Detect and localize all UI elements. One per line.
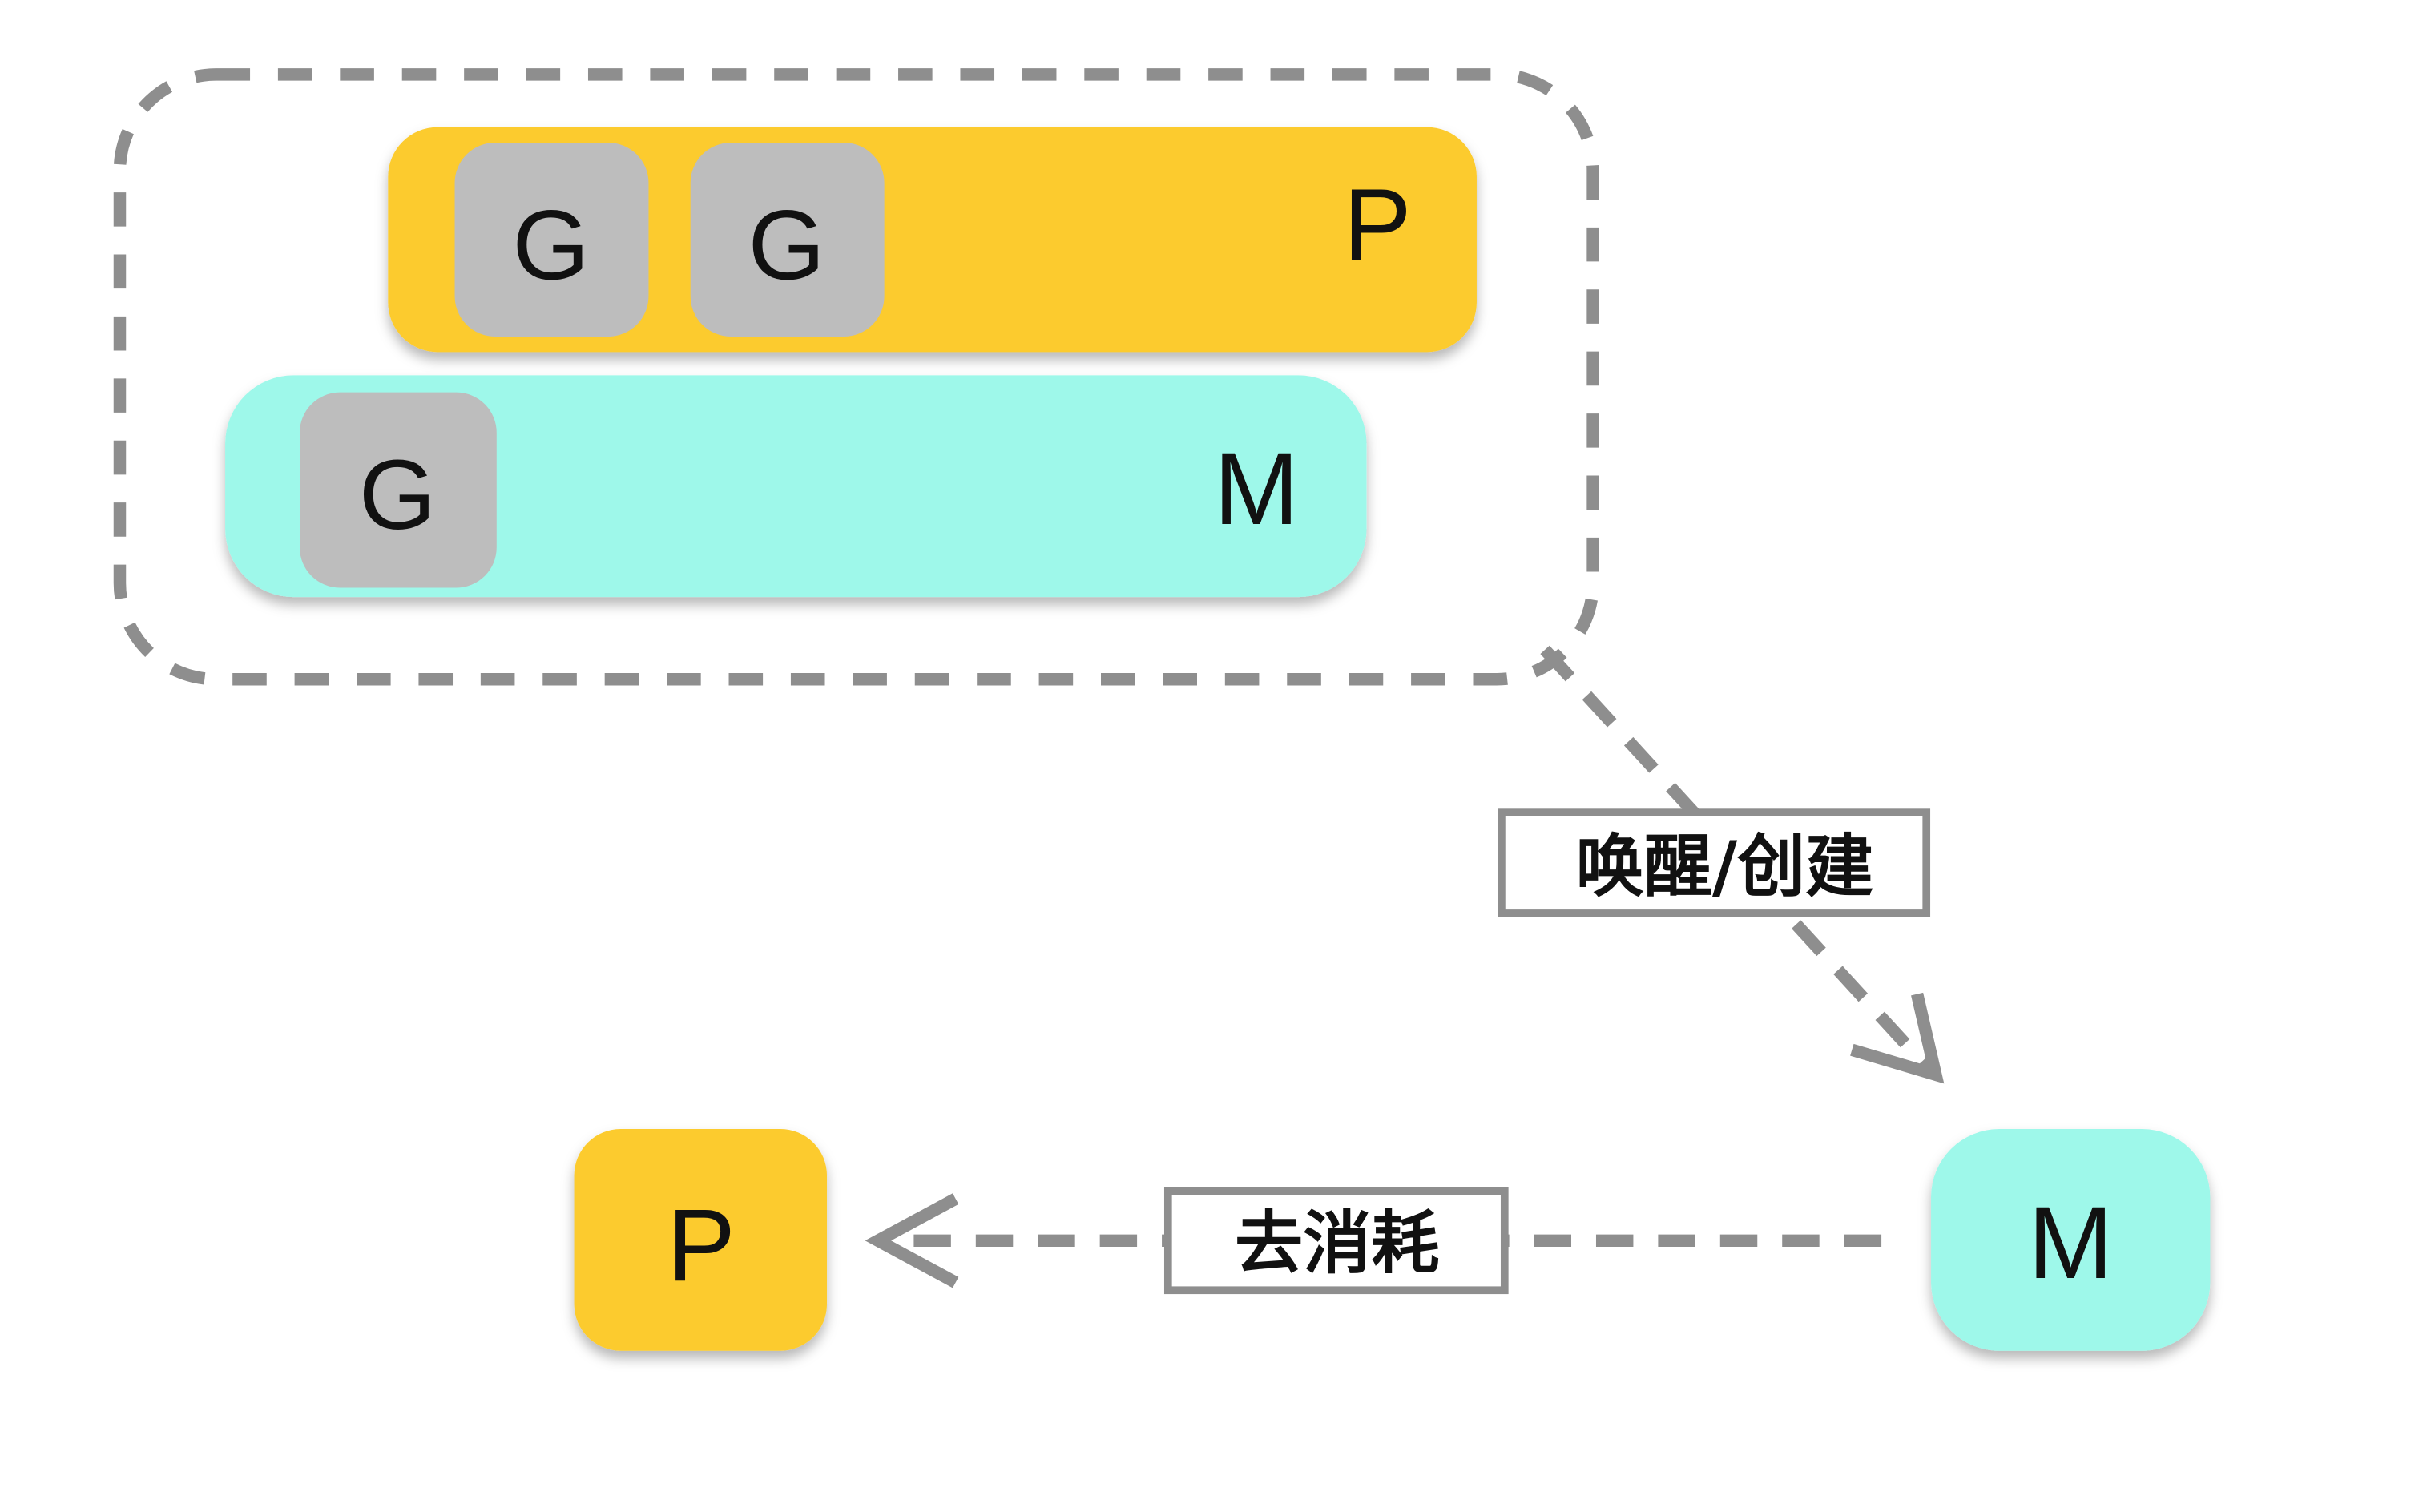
m-box: [1931, 1128, 2211, 1351]
group-boundary: [113, 68, 1599, 686]
edge-label: 去消耗: [1235, 1204, 1439, 1284]
edge-consume: 去消耗: [865, 1187, 1882, 1295]
m-bar-label: M: [1214, 432, 1299, 546]
edge-label-box: [1498, 808, 1931, 917]
goroutine-box: [454, 143, 649, 337]
edge-label: 唤醒/创建: [1576, 828, 1874, 907]
goroutine-label: G: [359, 440, 436, 550]
p-bar-box: [388, 127, 1477, 353]
m-bar: M G: [225, 375, 1367, 598]
goroutine-box: [299, 392, 497, 588]
m-label: M: [2028, 1186, 2113, 1300]
arrowhead-icon: [865, 1193, 959, 1288]
node-free-p: P: [574, 1128, 828, 1351]
edge-label-box: [1163, 1187, 1509, 1295]
arrowhead-icon: [1850, 992, 1945, 1084]
node-new-m: M: [1931, 1128, 2211, 1351]
m-bar-box: [225, 375, 1367, 598]
p-bar: P G G: [388, 127, 1477, 353]
goroutine-box: [690, 143, 885, 337]
goroutine-label: G: [512, 190, 589, 300]
edge-wake-create: 唤醒/创建: [1498, 645, 1945, 1084]
p-bar-label: P: [1343, 168, 1411, 283]
p-box: [574, 1128, 828, 1351]
goroutine-label: G: [748, 190, 825, 300]
p-label: P: [667, 1189, 736, 1304]
